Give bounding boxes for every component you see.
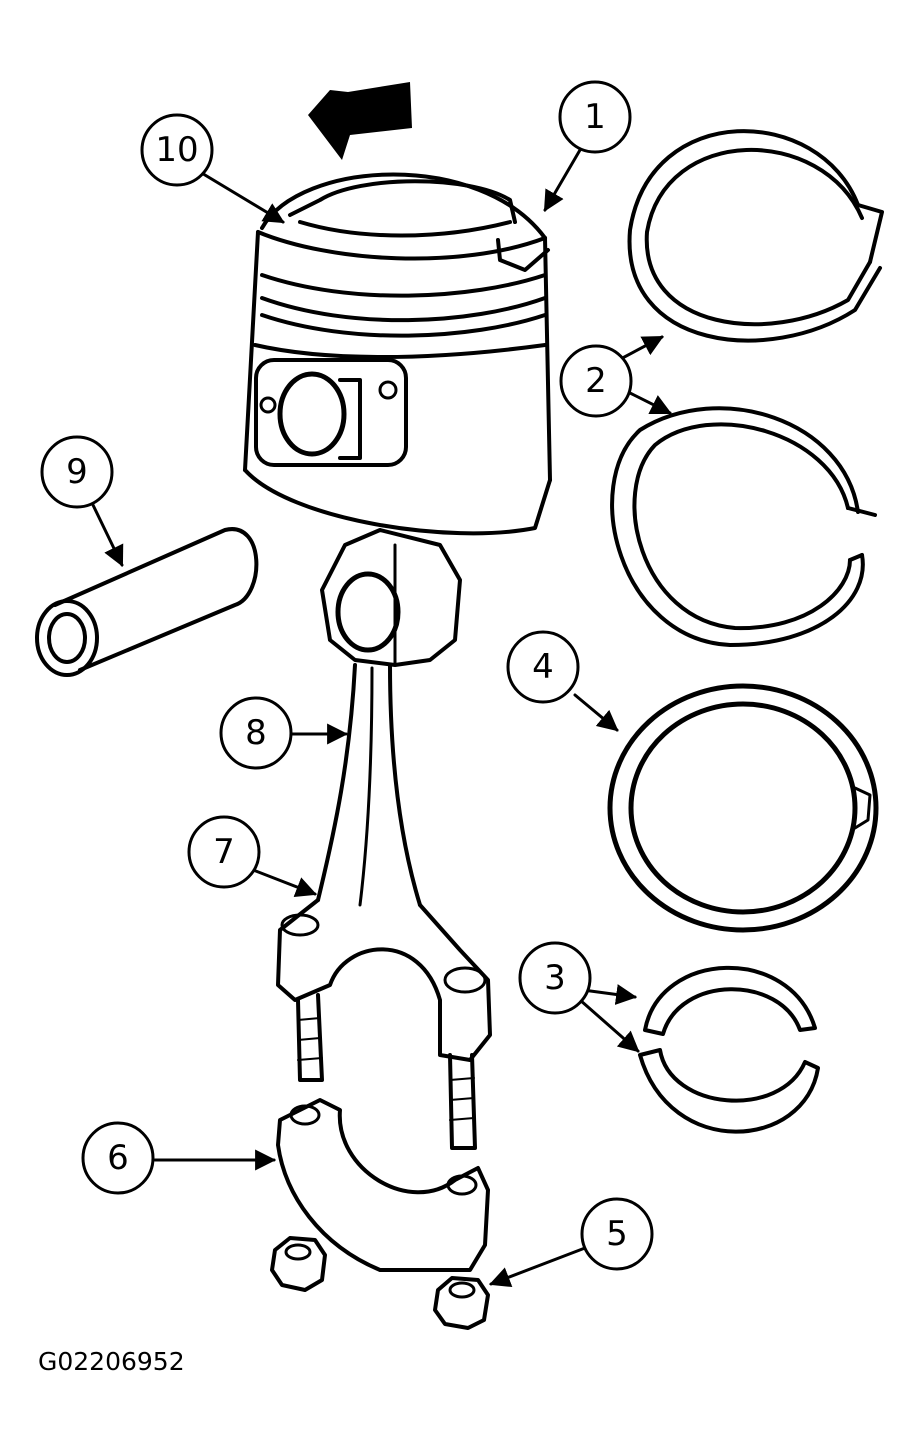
piston <box>243 172 552 536</box>
callout-3: 3 <box>518 941 592 1015</box>
callout-label: 3 <box>544 958 566 998</box>
rod-nut-left <box>270 1236 327 1292</box>
callout-10: 10 <box>140 113 214 187</box>
callout-label: 1 <box>584 97 606 137</box>
connecting-rod <box>276 528 492 1150</box>
callout-5: 5 <box>580 1197 654 1271</box>
callout-label: 6 <box>107 1138 129 1178</box>
front-direction-arrow-icon <box>308 82 412 160</box>
callout-label: 2 <box>585 361 607 401</box>
callout-8: 8 <box>219 696 293 770</box>
bearing-shell-lower <box>638 1048 820 1134</box>
figure-id: G02206952 <box>38 1347 185 1376</box>
callout-label: 7 <box>213 832 235 872</box>
callout-2: 2 <box>559 344 633 418</box>
connecting-rod-cap <box>276 1098 490 1272</box>
callout-7: 7 <box>187 815 261 889</box>
oil-control-ring <box>607 683 879 933</box>
callout-6: 6 <box>81 1121 155 1195</box>
callout-label: 10 <box>155 130 198 170</box>
callout-label: 5 <box>606 1214 628 1254</box>
piston-pin <box>35 527 259 677</box>
callout-label: 9 <box>66 452 88 492</box>
callout-1: 1 <box>558 80 632 154</box>
rod-nut-right <box>433 1276 490 1330</box>
callout-9: 9 <box>40 435 114 509</box>
compression-ring-top <box>627 129 884 343</box>
callout-label: 4 <box>532 647 554 687</box>
leader-lines <box>91 148 672 1288</box>
callout-4: 4 <box>506 630 580 704</box>
compression-ring-second <box>610 406 877 647</box>
bearing-shell-upper <box>643 965 817 1036</box>
callout-label: 8 <box>245 713 267 753</box>
